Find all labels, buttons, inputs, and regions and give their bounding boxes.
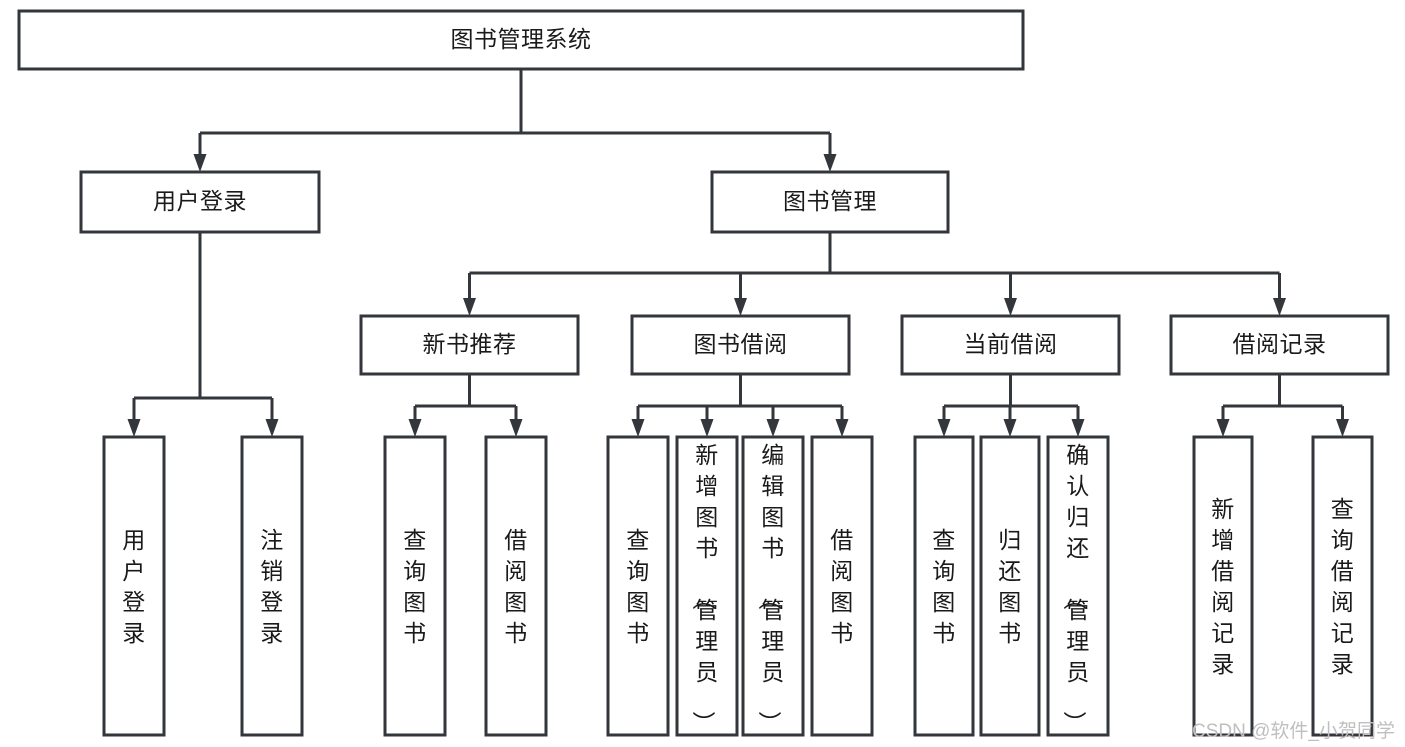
connector-group-current-borrow: [937, 374, 1085, 437]
node-box-leaf-logout-login[interactable]: [240, 435, 304, 737]
node-box-leaf-borrow-book-1[interactable]: [484, 435, 548, 737]
node-book-borrow[interactable]: 图书借阅: [630, 314, 851, 376]
node-current-borrow[interactable]: 当前借阅: [900, 314, 1121, 376]
node-new-book-recommend[interactable]: 新书推荐: [359, 314, 580, 376]
node-label-leaf-query-book-2: 查询图书: [626, 527, 650, 646]
node-leaf-user-login[interactable]: 用户登录: [102, 435, 166, 737]
node-leaf-query-book-2[interactable]: 查询图书: [606, 435, 670, 737]
node-label-leaf-user-login: 用户登录: [122, 527, 146, 646]
node-label-root: 图书管理系统: [451, 26, 592, 52]
node-label-leaf-borrow-book-1: 借阅图书: [504, 527, 528, 646]
node-box-book-borrow[interactable]: [630, 314, 851, 376]
node-label-leaf-edit-book: 编辑图书（管理员）: [756, 442, 785, 735]
node-box-new-book-recommend[interactable]: [359, 314, 580, 376]
node-label-current-borrow: 当前借阅: [964, 331, 1058, 357]
node-label-leaf-borrow-book-2: 借阅图书: [830, 527, 854, 646]
node-label-borrow-record: 借阅记录: [1233, 331, 1327, 357]
node-box-leaf-query-book-2[interactable]: [606, 435, 670, 737]
connector-group-user-login: [127, 232, 279, 437]
node-box-book-manage[interactable]: [710, 170, 950, 234]
connectors-layer: [127, 69, 1349, 437]
node-box-leaf-edit-book[interactable]: [741, 435, 805, 737]
node-label-leaf-query-record: 查询借阅记录: [1331, 496, 1355, 677]
connector-group-book-borrow: [631, 374, 849, 437]
node-label-leaf-logout-login: 注销登录: [260, 527, 284, 646]
node-user-login[interactable]: 用户登录: [79, 170, 321, 234]
node-box-root[interactable]: [17, 9, 1025, 71]
node-label-new-book-recommend: 新书推荐: [423, 331, 517, 357]
node-label-leaf-query-book-1: 查询图书: [403, 527, 427, 646]
node-label-book-borrow: 图书借阅: [694, 331, 788, 357]
node-borrow-record[interactable]: 借阅记录: [1169, 314, 1390, 376]
node-label-leaf-query-book-3: 查询图书: [932, 527, 956, 646]
node-box-leaf-user-login[interactable]: [102, 435, 166, 737]
nodes-layer: 图书管理系统用户登录图书管理新书推荐图书借阅当前借阅借阅记录用户登录注销登录查询…: [17, 9, 1390, 737]
node-box-leaf-query-book-3[interactable]: [913, 435, 975, 737]
node-box-leaf-query-book-1[interactable]: [383, 435, 447, 737]
node-leaf-borrow-book-1[interactable]: 借阅图书: [484, 435, 548, 737]
node-label-leaf-return-book: 归还图书: [998, 527, 1022, 646]
node-leaf-add-record[interactable]: 新增借阅记录: [1192, 435, 1254, 737]
node-box-leaf-query-record[interactable]: [1311, 435, 1374, 737]
connector-group-book-manage: [463, 232, 1286, 316]
node-box-leaf-add-record[interactable]: [1192, 435, 1254, 737]
node-box-user-login[interactable]: [79, 170, 321, 234]
connector-group-new-book-recommend: [408, 374, 523, 437]
node-leaf-confirm-return[interactable]: 确认归还（管理员）: [1046, 435, 1110, 737]
connector-group-root: [193, 69, 837, 172]
node-label-book-manage: 图书管理: [783, 188, 877, 214]
node-leaf-query-book-1[interactable]: 查询图书: [383, 435, 447, 737]
node-leaf-add-book[interactable]: 新增图书（管理员）: [675, 435, 739, 737]
node-root[interactable]: 图书管理系统: [17, 9, 1025, 71]
node-box-leaf-add-book[interactable]: [675, 435, 739, 737]
node-box-leaf-borrow-book-2[interactable]: [810, 435, 874, 737]
node-box-current-borrow[interactable]: [900, 314, 1121, 376]
node-book-manage[interactable]: 图书管理: [710, 170, 950, 234]
node-leaf-query-record[interactable]: 查询借阅记录: [1311, 435, 1374, 737]
node-label-leaf-add-record: 新增借阅记录: [1211, 496, 1235, 677]
connector-group-borrow-record: [1216, 374, 1349, 437]
node-leaf-return-book[interactable]: 归还图书: [979, 435, 1041, 737]
node-label-leaf-confirm-return: 确认归还（管理员）: [1061, 442, 1090, 735]
node-label-leaf-add-book: 新增图书（管理员）: [690, 442, 719, 735]
node-leaf-query-book-3[interactable]: 查询图书: [913, 435, 975, 737]
node-label-user-login: 用户登录: [153, 188, 247, 214]
node-box-leaf-confirm-return[interactable]: [1046, 435, 1110, 737]
node-leaf-edit-book[interactable]: 编辑图书（管理员）: [741, 435, 805, 737]
node-leaf-logout-login[interactable]: 注销登录: [240, 435, 304, 737]
node-leaf-borrow-book-2[interactable]: 借阅图书: [810, 435, 874, 737]
node-box-leaf-return-book[interactable]: [979, 435, 1041, 737]
node-box-borrow-record[interactable]: [1169, 314, 1390, 376]
